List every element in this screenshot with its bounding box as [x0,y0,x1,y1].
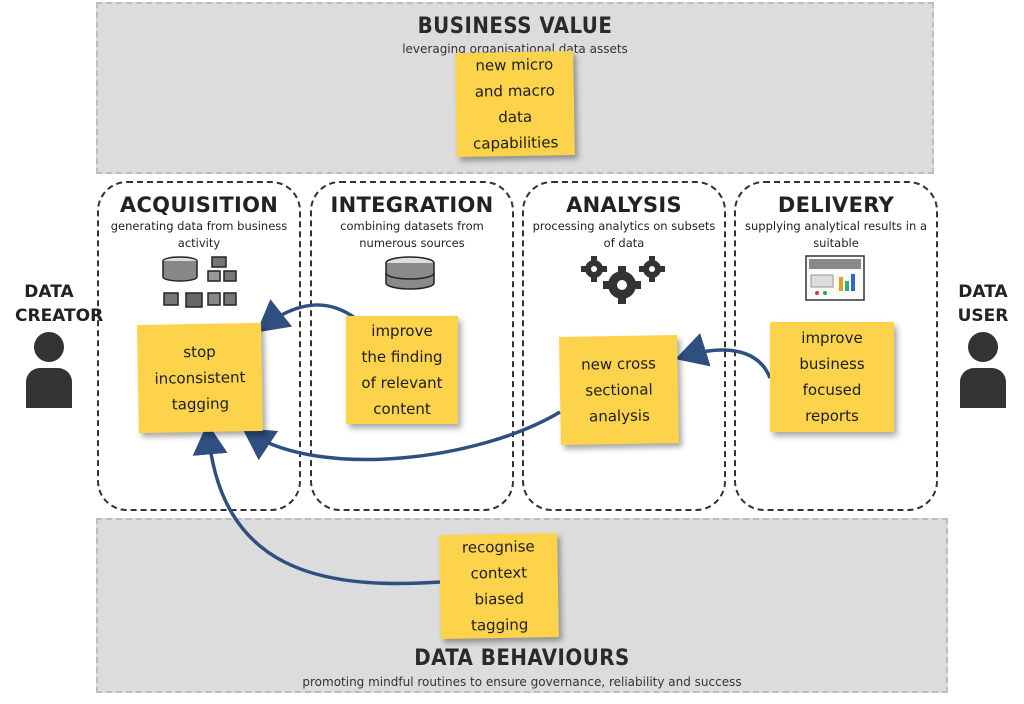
data-creator-label: DATA CREATOR [15,282,104,326]
data-behaviours-title: DATA BEHAVIOURS [414,646,630,671]
report-icon [805,255,865,301]
note-business-capabilities: new micro and macro data capabilities [455,50,575,158]
data-behaviours-subtitle: promoting mindful routines to ensure gov… [302,675,742,689]
database-icon [162,256,237,308]
data-user-label: DATA USER [957,282,1009,326]
stage-subtitle: generating data from business activity [110,219,288,250]
stage-title: ACQUISITION [119,193,279,217]
note-improve-finding: improve the finding of relevant content [346,316,458,424]
stage-title: DELIVERY [777,193,895,217]
stage-subtitle: processing analytics on subsets of data [532,219,716,250]
note-business-reports: improve business focused reports [770,322,894,432]
note-stop-inconsistent-tagging: stop inconsistent tagging [137,322,263,434]
person-icon [960,332,1006,408]
stage-title: INTEGRATION [330,193,494,217]
database-icon [385,256,435,290]
note-context-biased-tagging: recognise context biased tagging [439,532,559,640]
business-value-title: BUSINESS VALUE [417,14,613,39]
stage-title: ANALYSIS [566,193,682,217]
gears-icon [581,256,665,304]
person-icon [26,332,72,408]
note-cross-sectional-analysis: new cross sectional analysis [559,334,679,446]
stage-subtitle: combining datasets from numerous sources [340,219,484,250]
stage-subtitle: supplying analytical results in a suitab… [745,219,927,250]
